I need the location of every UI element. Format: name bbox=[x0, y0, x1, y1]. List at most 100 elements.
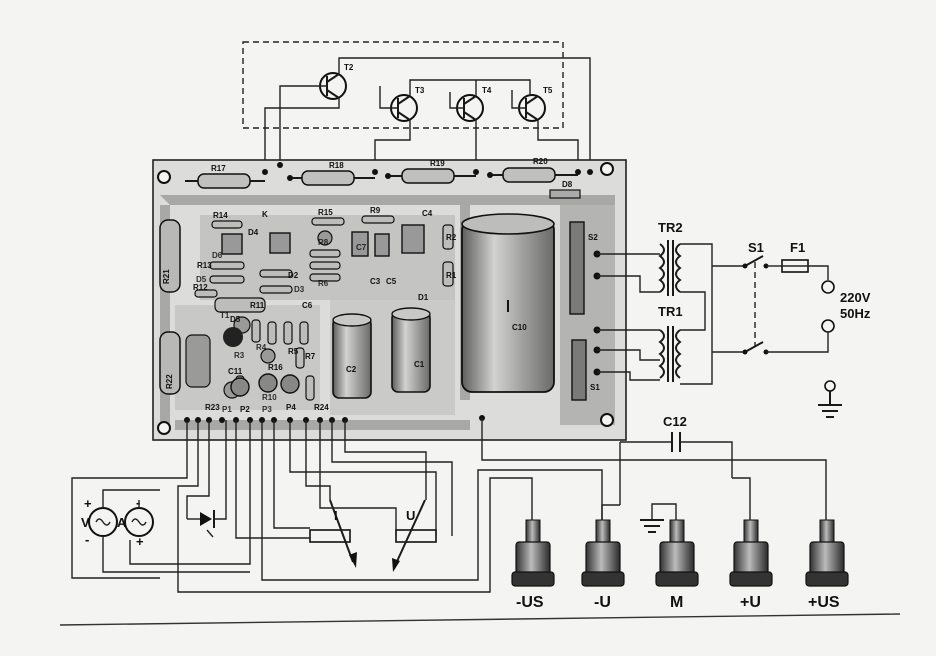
switch-block-s1: S1 bbox=[571, 339, 600, 401]
resistor-r22: R22 bbox=[159, 331, 181, 395]
terminal-label-plus-u: +U bbox=[740, 594, 761, 611]
label-t3: T3 bbox=[415, 86, 425, 95]
resistor-r20: R20 bbox=[490, 157, 578, 183]
diode-d8: D8 bbox=[549, 180, 581, 199]
resistor-r21: R21 bbox=[159, 219, 181, 293]
label-pot-u: U bbox=[406, 508, 415, 523]
board-extra-labels: R8 R6 R4 R3 D3 D5 D6 C7 P1 P3 R10 T1 bbox=[196, 238, 367, 414]
label-c6: C6 bbox=[302, 301, 313, 310]
label-v-minus: - bbox=[85, 532, 89, 547]
label-r19: R19 bbox=[430, 159, 445, 168]
label-tr1: TR1 bbox=[658, 304, 683, 319]
terminal-minus-u[interactable]: -U bbox=[581, 519, 625, 611]
pads-top bbox=[262, 162, 593, 181]
label-r12: R12 bbox=[193, 283, 208, 292]
label-t1: D5 bbox=[230, 315, 241, 324]
label-c7: C7 bbox=[356, 243, 367, 252]
terminal-m[interactable]: M bbox=[655, 519, 699, 611]
label-p2: P2 bbox=[240, 405, 250, 414]
label-tr2: TR2 bbox=[658, 220, 683, 235]
label-d6: D6 bbox=[212, 251, 223, 260]
capacitor-c10: C10 bbox=[461, 213, 555, 393]
label-r5: R5 bbox=[288, 347, 299, 356]
transistor-heatsink-box bbox=[242, 41, 564, 129]
label-c5: C5 bbox=[386, 277, 397, 286]
terminal-plus-us[interactable]: +US bbox=[805, 519, 849, 611]
label-c4: C4 bbox=[422, 209, 433, 218]
label-t4: T4 bbox=[482, 86, 492, 95]
terminal-label-minus-us: -US bbox=[516, 594, 544, 611]
label-r4: R4 bbox=[256, 343, 267, 352]
label-t5: T5 bbox=[543, 86, 553, 95]
label-s1: S1 bbox=[748, 240, 764, 255]
label-pot-i: I bbox=[334, 508, 338, 523]
label-r21: R21 bbox=[162, 269, 171, 284]
terminal-label-m: M bbox=[670, 594, 683, 611]
label-c2: C2 bbox=[346, 365, 357, 374]
label-r14: R14 bbox=[213, 211, 228, 220]
transformer-tr1: TR1 bbox=[658, 304, 683, 382]
board-transistor-t1: D5 bbox=[223, 315, 243, 347]
board-trimmers bbox=[230, 373, 300, 397]
label-r2: R2 bbox=[446, 233, 457, 242]
label-s1-block: S1 bbox=[590, 383, 600, 392]
label-d2: D2 bbox=[288, 271, 299, 280]
label-d3: D3 bbox=[294, 285, 305, 294]
label-220v: 220V bbox=[840, 290, 871, 305]
board-part-labels: R14 R15 R16 R13 R12 R11 R9 R5 R7 R2 R1 D… bbox=[193, 206, 457, 414]
potentiometer-u: U bbox=[392, 499, 437, 572]
label-c3: C3 bbox=[370, 277, 381, 286]
label-r22: R22 bbox=[165, 374, 174, 389]
led-indicator bbox=[187, 420, 227, 538]
label-50hz: 50Hz bbox=[840, 306, 871, 321]
terminal-plus-u[interactable]: +U bbox=[729, 519, 773, 611]
ammeter-a: A - + bbox=[117, 495, 154, 549]
voltmeter-v: V + - bbox=[81, 496, 118, 547]
label-v-plus: + bbox=[84, 496, 92, 511]
label-r11: R11 bbox=[250, 301, 265, 310]
transistor-t4: T4 bbox=[456, 86, 492, 122]
earth-symbol-right bbox=[818, 380, 842, 418]
label-c10: C10 bbox=[512, 323, 527, 332]
bottom-wiring bbox=[71, 418, 827, 593]
capacitor-c1: C1 bbox=[391, 307, 431, 393]
label-r18: R18 bbox=[329, 161, 344, 170]
label-r13: R13 bbox=[197, 261, 212, 270]
label-v: V bbox=[81, 515, 90, 530]
transistor-t5: T5 bbox=[518, 86, 553, 122]
page-rule bbox=[59, 613, 901, 626]
label-r20: R20 bbox=[533, 157, 548, 166]
label-d8: D8 bbox=[562, 180, 573, 189]
label-k: K bbox=[262, 210, 268, 219]
label-a-plus: + bbox=[136, 534, 144, 549]
label-f1: F1 bbox=[790, 240, 805, 255]
label-t2: T2 bbox=[344, 63, 354, 72]
label-d5: D5 bbox=[196, 275, 207, 284]
label-s2: S2 bbox=[588, 233, 598, 242]
transistor-t2: T2 bbox=[319, 63, 354, 100]
label-d4: D4 bbox=[248, 228, 259, 237]
label-r9: R9 bbox=[370, 206, 381, 215]
mains-input: 220V 50Hz bbox=[766, 280, 871, 353]
label-r10: R10 bbox=[262, 393, 277, 402]
terminal-minus-us[interactable]: -US bbox=[511, 519, 555, 611]
label-r16: R16 bbox=[268, 363, 283, 372]
transformer-tr2: TR2 bbox=[658, 220, 683, 296]
label-r6: R6 bbox=[318, 279, 329, 288]
switch-block-s2: S2 bbox=[569, 221, 598, 315]
label-r15: R15 bbox=[318, 208, 333, 217]
board-small-resistors bbox=[194, 215, 454, 401]
label-d1: D1 bbox=[418, 293, 429, 302]
label-t1-board: T1 bbox=[220, 311, 230, 320]
label-a-minus: - bbox=[136, 495, 140, 510]
label-r3: R3 bbox=[234, 351, 245, 360]
label-c12: C12 bbox=[663, 414, 687, 429]
mains-switch-s1: S1 bbox=[742, 240, 769, 355]
label-r24: R24 bbox=[314, 403, 329, 412]
transformer-wiring bbox=[597, 243, 745, 385]
potentiometer-i: I bbox=[309, 499, 357, 568]
label-a: A bbox=[117, 515, 127, 530]
resistor-r19: R19 bbox=[388, 159, 476, 184]
label-r7: R7 bbox=[305, 352, 316, 361]
